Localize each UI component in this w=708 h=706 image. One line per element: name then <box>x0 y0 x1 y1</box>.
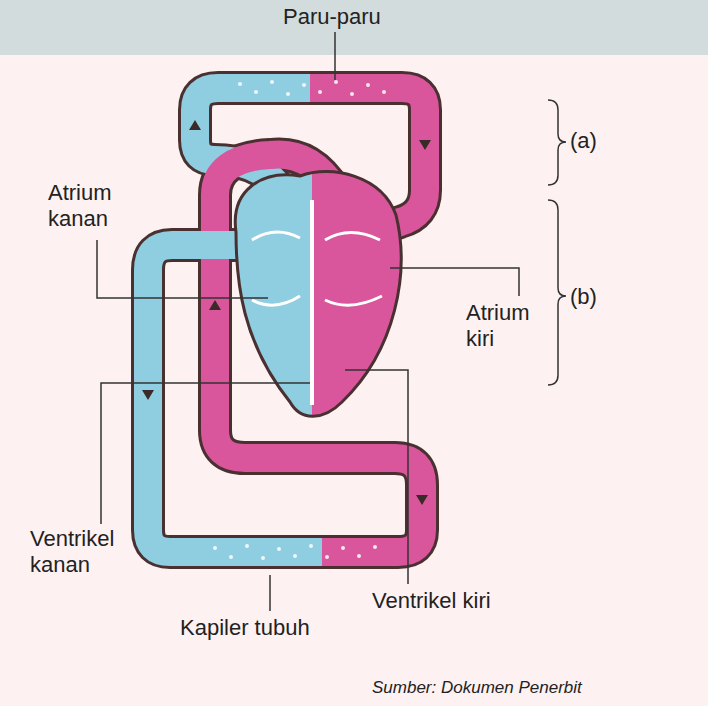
section-label: (b) <box>570 284 597 310</box>
source-caption: Sumber: Dokumen Penerbit <box>372 678 582 698</box>
chamber-label: Ventrikel kiri <box>372 588 491 614</box>
chamber-label: Ventrikel kanan <box>30 526 140 579</box>
vessel-label: Kapiler tubuh <box>180 615 310 641</box>
brackets <box>548 100 566 385</box>
flow-arrows <box>142 120 431 505</box>
top-band <box>0 0 708 55</box>
chamber-label: Atrium kanan <box>48 180 148 233</box>
heart <box>235 172 401 417</box>
section-label: (a) <box>570 128 597 154</box>
vessel-outlines <box>148 88 425 552</box>
vessels <box>148 88 425 552</box>
chamber-label: Atrium kiri <box>466 300 556 353</box>
organ-label: Paru-paru <box>283 4 381 30</box>
leader-lines <box>97 32 519 611</box>
